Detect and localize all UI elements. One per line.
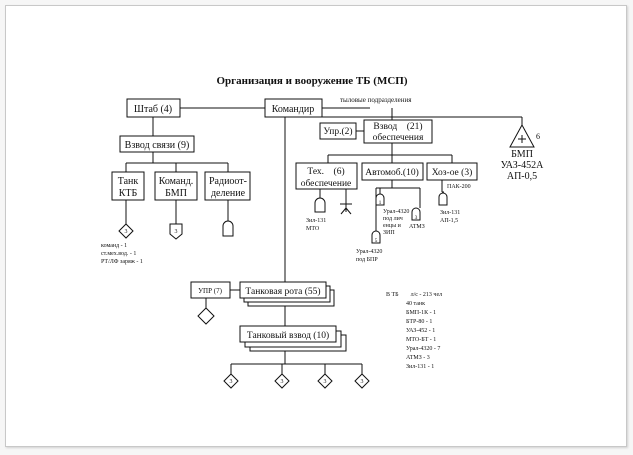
tank-symbol: 3 [118,223,134,239]
diagram-title: Организация и вооружение ТБ (МСП) [216,75,407,87]
summary-item-1: 40 танк [406,301,425,307]
upr7-symbol [197,307,215,325]
household-note-1: Зил-131 [440,210,460,216]
tank-ktb-line1: Танк [118,176,139,187]
platoon-tank-2-count: 3 [281,379,284,385]
summary-head: В ТБ л/с - 213 чел [386,292,442,298]
summary-item-6: Урал-4320 - 7 [406,346,440,352]
command-bmp-line2: БМП [165,188,187,199]
command-bmp-box: Команд. БМП [154,171,198,201]
summary-item-5: МТО-БТ - 1 [406,337,436,343]
auto-3-note-2: под БПР [356,257,378,263]
auto-1-note-1: Урал-4320 [383,209,409,215]
auto-label: Автомоб.(10) [365,167,419,178]
battalion-summary: В ТБ л/с - 213 чел 40 танк БМП-1К - 1 БТ… [386,292,442,370]
staff-box: Штаб (4) [126,98,181,118]
medical-point: 6 БМП УАЗ-452А АП-0,5 [501,123,544,182]
auto-1-note-2: под лич [383,216,403,222]
connectors [125,107,523,374]
summary-item-7: АТМЗ - 3 [406,355,430,361]
tank-company-label: Танковая рота (55) [245,286,320,297]
tank-ktb-box: Танк КТБ [111,171,145,201]
staff-bmp-count: 3 [175,229,178,235]
paper-sheet [5,5,627,447]
support-platoon-box: Взвод (21) обеспечения [363,119,433,144]
tank-platoon-box: Танковый взвод (10) [239,325,347,352]
tech-note-1: Зил-131 [306,218,326,224]
staff-note-2: ст.мех.вод. - 1 [101,251,136,257]
household-note-top: ПАК-200 [447,184,471,190]
radio-section-line2: деление [211,188,246,199]
auto-2-count: 3 [415,215,418,221]
medical-number: 6 [536,132,540,141]
household-label: Хоз-ое (3) [432,167,472,178]
summary-item-4: УАЗ-452 - 1 [406,328,435,334]
commander-label: Командир [272,104,314,115]
auto-1-count: 1 [379,200,382,206]
tank-company-box: Танковая рота (55) [239,281,335,307]
tech-truck-symbol [314,197,326,213]
summary-item-3: БТР-80 - 1 [406,319,432,325]
household-box: Хоз-ое (3) [426,162,478,181]
comm-platoon-label: Взвод связи (9) [125,140,190,151]
rear-units-label: тыловые подразделения [340,96,412,104]
auto-vehicle-3: 5 [371,230,381,244]
platoon-tank-3: 3 [317,373,333,389]
support-platoon-line2: обеспечения [373,132,424,143]
auto-3-notes: Урал-4320 под БПР [356,249,382,263]
auto-3-count: 5 [375,238,378,244]
tech-support-box: Тех. (6) обеспечение [295,162,358,190]
command-bmp-line1: Команд. [159,176,194,187]
upr7-box: УПР (7) [190,281,231,299]
auto-1-note-4: ЗИП [383,230,395,236]
medical-vehicle-1: БМП [511,149,533,160]
auto-box: Автомоб.(10) [361,162,424,181]
household-notes: Зил-131 АП-1,5 [440,210,460,224]
auto-1-notes: Урал-4320 под лич енцы и ЗИП [383,209,409,236]
medical-vehicle-2: УАЗ-452А [501,160,544,171]
platoon-tank-3-count: 3 [324,379,327,385]
bmp-symbol: 3 [169,223,183,240]
staff-equipment-notes: команд - 1 ст.мех.вод. - 1 РТ/ЛФ заряж -… [101,243,143,265]
staff-note-1: команд - 1 [101,243,127,249]
auto-vehicle-1: 1 [375,193,385,206]
commander-box: Командир [264,98,323,118]
staff-tank-count: 3 [125,229,128,235]
tank-ktb-line2: КТБ [119,188,138,199]
radio-vehicle-symbol [222,220,234,237]
comm-platoon-box: Взвод связи (9) [119,135,195,153]
platoon-tank-1-count: 3 [230,379,233,385]
upr7-label: УПР (7) [198,287,222,295]
platoon-tank-2: 3 [274,373,290,389]
staff-note-3: РТ/ЛФ заряж - 1 [101,259,143,265]
control-box: Упр.(2) [319,122,357,140]
summary-item-2: БМП-1К - 1 [406,310,436,316]
tech-mto-symbol [340,199,352,215]
medical-vehicle-3: АП-0,5 [507,171,537,182]
auto-2-note: АТМЗ [409,224,425,230]
auto-1-note-3: енцы и [383,223,402,229]
staff-label: Штаб (4) [134,104,172,115]
radio-section-line1: Радиоот- [209,176,247,187]
tech-support-line1: Тех. (6) [307,166,344,177]
platoon-tank-1: 3 [223,373,239,389]
summary-item-8: Зил-131 - 1 [406,364,434,370]
radio-section-box: Радиоот- деление [204,171,251,201]
support-platoon-line1: Взвод (21) [373,121,422,132]
household-note-2: АП-1,5 [440,218,458,224]
platoon-tank-4: 3 [354,373,370,389]
control-label: Упр.(2) [323,126,352,137]
household-vehicle-symbol [438,192,448,206]
tech-notes: Зил-131 МТО [306,218,326,232]
auto-3-note-1: Урал-4320 [356,249,382,255]
platoon-tank-4-count: 3 [361,379,364,385]
auto-vehicle-2: 3 [411,207,421,221]
tech-support-line2: обеспечение [301,178,352,189]
tech-note-2: МТО [306,226,320,232]
tank-platoon-label: Танковый взвод (10) [247,330,329,341]
